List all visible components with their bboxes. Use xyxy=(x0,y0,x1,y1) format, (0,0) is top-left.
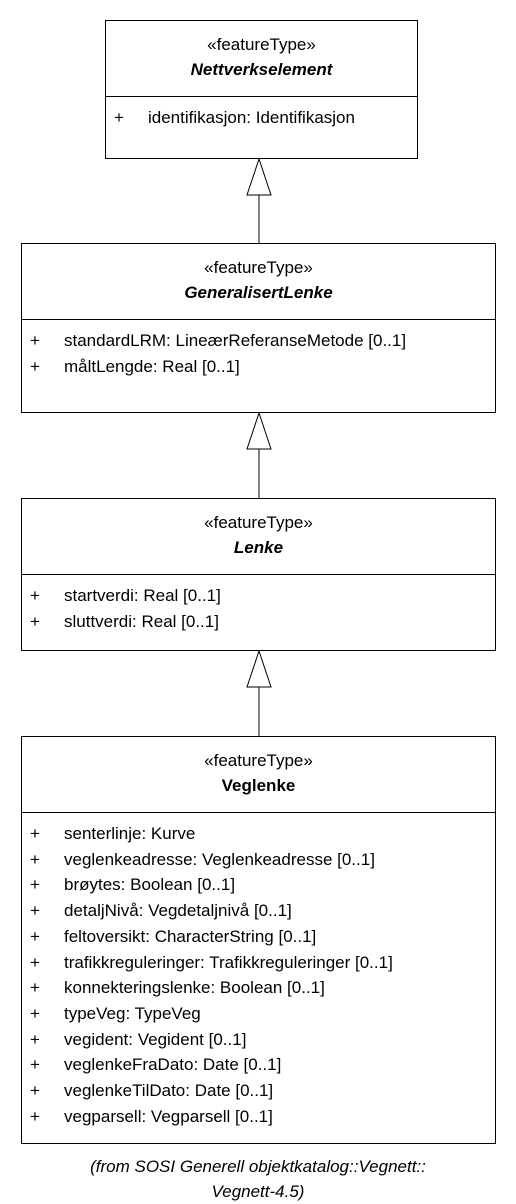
visibility-marker: + xyxy=(30,875,40,895)
class-veglenke[interactable]: «featureType» Veglenke + senterlinje: Kur… xyxy=(21,736,496,1144)
attribute-row: + feltoversikt: CharacterString [0..1] xyxy=(22,924,495,950)
visibility-marker: + xyxy=(30,978,40,998)
class-header: «featureType» Lenke xyxy=(22,499,495,575)
attribute-text: standardLRM: LineærReferanseMetode [0..1… xyxy=(64,331,407,350)
class-name: GeneralisertLenke xyxy=(184,283,333,302)
attribute-row: + standardLRM: LineærReferanseMetode [0..… xyxy=(22,328,495,354)
attribute-row: + konnekteringslenke: Boolean [0..1] xyxy=(22,975,495,1001)
generalization-lenke-to-generaliserlenke xyxy=(246,411,272,498)
attribute-row: + veglenkeTilDato: Date [0..1] xyxy=(22,1078,495,1104)
visibility-marker: + xyxy=(30,1029,40,1049)
class-name: Nettverkselement xyxy=(190,60,333,79)
attribute-list: + senterlinje: Kurve + veglenkeadresse: Ve… xyxy=(22,813,495,1129)
visibility-marker: + xyxy=(30,901,40,921)
class-header: «featureType» Nettverkselement xyxy=(106,21,417,97)
generalization-veglenke-to-lenke xyxy=(246,649,272,736)
caption-line: (from SOSI Generell objektkatalog::Vegne… xyxy=(90,1157,426,1176)
attribute-list: + identifikasjon: Identifikasjon xyxy=(106,97,417,131)
visibility-marker: + xyxy=(30,849,40,869)
package-caption: (from SOSI Generell objektkatalog::Vegne… xyxy=(0,1154,516,1204)
attribute-row: + måltLengde: Real [0..1] xyxy=(22,354,495,380)
visibility-marker: + xyxy=(30,926,40,946)
generalization-generaliserlenke-to-nettverkselement xyxy=(246,157,272,243)
attribute-row: + vegparsell: Vegparsell [0..1] xyxy=(22,1104,495,1130)
class-header: «featureType» Veglenke xyxy=(22,737,495,813)
class-generaliserlenke[interactable]: «featureType» GeneralisertLenke + standar… xyxy=(21,243,496,413)
attribute-text: feltoversikt: CharacterString [0..1] xyxy=(64,926,317,946)
visibility-marker: + xyxy=(30,952,40,972)
attribute-text: veglenkeFraDato: Date [0..1] xyxy=(64,1055,282,1075)
attribute-text: trafikkreguleringer: Trafikkreguleringer… xyxy=(64,952,393,972)
stereotype-label: «featureType» xyxy=(204,513,313,532)
attribute-row: + veglenkeFraDato: Date [0..1] xyxy=(22,1052,495,1078)
attribute-row: + trafikkreguleringer: Trafikkreguleringe… xyxy=(22,950,495,976)
attribute-text: vegparsell: Vegparsell [0..1] xyxy=(64,1106,273,1126)
attribute-row: + typeVeg: TypeVeg xyxy=(22,1001,495,1027)
caption-line: Vegnett-4.5) xyxy=(211,1182,305,1201)
attribute-text: brøytes: Boolean [0..1] xyxy=(64,875,236,895)
attribute-row: + senterlinje: Kurve xyxy=(22,821,495,847)
visibility-marker: + xyxy=(30,1003,40,1023)
class-name: Lenke xyxy=(233,538,284,557)
attribute-text: senterlinje: Kurve xyxy=(64,824,196,843)
class-header: «featureType» GeneralisertLenke xyxy=(22,244,495,320)
visibility-marker: + xyxy=(30,1081,40,1101)
attribute-text: sluttverdi: Real [0..1] xyxy=(64,611,219,631)
visibility-marker: + xyxy=(30,356,40,376)
stereotype-label: «featureType» xyxy=(204,258,313,277)
class-name: Veglenke xyxy=(221,776,296,795)
visibility-marker: + xyxy=(30,1055,40,1075)
attribute-list: + startverdi: Real [0..1] + sluttverdi: Re… xyxy=(22,575,495,634)
visibility-marker: + xyxy=(30,824,40,843)
attribute-row: + vegident: Vegident [0..1] xyxy=(22,1027,495,1053)
attribute-row: + identifikasjon: Identifikasjon xyxy=(106,105,417,131)
visibility-marker: + xyxy=(30,611,40,631)
attribute-list: + standardLRM: LineærReferanseMetode [0..… xyxy=(22,320,495,379)
attribute-text: identifikasjon: Identifikasjon xyxy=(148,108,355,127)
attribute-text: typeVeg: TypeVeg xyxy=(64,1003,201,1023)
attribute-row: + detaljNivå: Vegdetaljnivå [0..1] xyxy=(22,898,495,924)
attribute-text: måltLengde: Real [0..1] xyxy=(64,356,240,376)
attribute-text: veglenkeadresse: Veglenkeadresse [0..1] xyxy=(64,849,375,869)
attribute-text: veglenkeTilDato: Date [0..1] xyxy=(64,1081,274,1101)
attribute-text: detaljNivå: Vegdetaljnivå [0..1] xyxy=(64,901,292,921)
visibility-marker: + xyxy=(30,586,40,605)
attribute-text: vegident: Vegident [0..1] xyxy=(64,1029,247,1049)
stereotype-label: «featureType» xyxy=(204,751,313,770)
attribute-row: + startverdi: Real [0..1] xyxy=(22,583,495,609)
attribute-row: + brøytes: Boolean [0..1] xyxy=(22,872,495,898)
stereotype-label: «featureType» xyxy=(207,35,316,54)
visibility-marker: + xyxy=(114,108,124,127)
attribute-row: + veglenkeadresse: Veglenkeadresse [0..1] xyxy=(22,847,495,873)
class-lenke[interactable]: «featureType» Lenke + startverdi: Real [0… xyxy=(21,498,496,651)
class-nettverkselement[interactable]: «featureType» Nettverkselement + identifi… xyxy=(105,20,418,159)
attribute-text: konnekteringslenke: Boolean [0..1] xyxy=(64,978,325,998)
visibility-marker: + xyxy=(30,331,40,350)
attribute-text: startverdi: Real [0..1] xyxy=(64,586,221,605)
visibility-marker: + xyxy=(30,1106,40,1126)
attribute-row: + sluttverdi: Real [0..1] xyxy=(22,609,495,635)
